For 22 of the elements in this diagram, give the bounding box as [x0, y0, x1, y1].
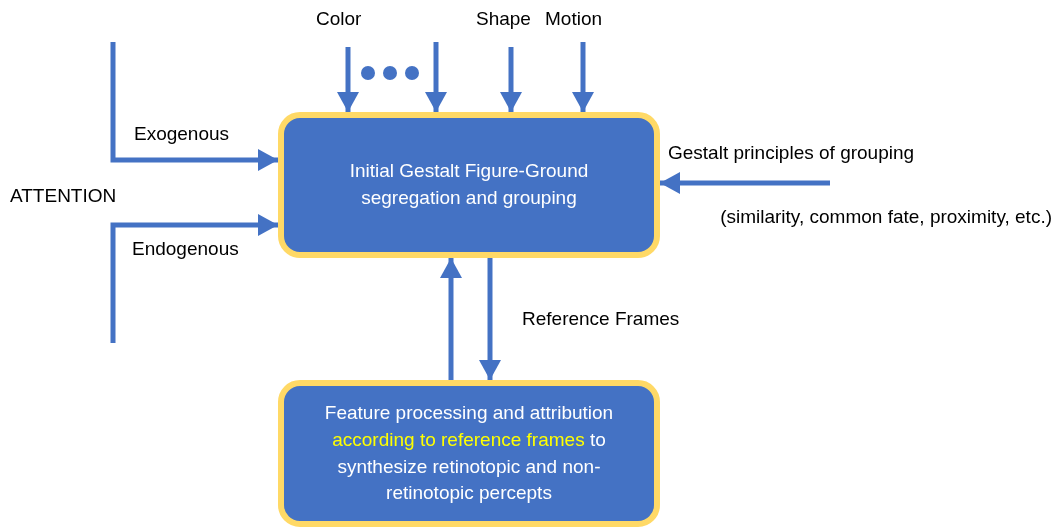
arrow: [337, 47, 359, 112]
edge-label: Shape: [476, 7, 531, 31]
arrow: [110, 214, 278, 343]
process-box: [278, 380, 660, 527]
arrow: [440, 258, 462, 380]
text-label: (similarity, common fate, proximity, etc.): [720, 205, 1052, 229]
edge-label: Color: [316, 7, 362, 31]
arrow: [660, 172, 830, 194]
edge-label: Exogenous: [134, 122, 230, 146]
edge-label: Endogenous: [132, 237, 239, 261]
process-box: [278, 112, 660, 258]
edge-label: Reference Frames: [522, 307, 680, 331]
arrow: [110, 42, 278, 171]
arrow: [425, 42, 447, 112]
box-text: Feature processing and attribution according to reference frames to synthesize retinotopic and non-retinotopic percepts: [323, 401, 615, 506]
text-label: ATTENTION: [10, 184, 117, 208]
arrow: [500, 47, 522, 112]
edge-label: Gestalt principles of grouping: [668, 141, 915, 165]
arrow: [479, 258, 501, 380]
edge-label: Motion: [545, 7, 603, 31]
box-text: Initial Gestalt Figure-Ground segregation and grouping: [348, 159, 590, 210]
arrow: [572, 42, 594, 112]
